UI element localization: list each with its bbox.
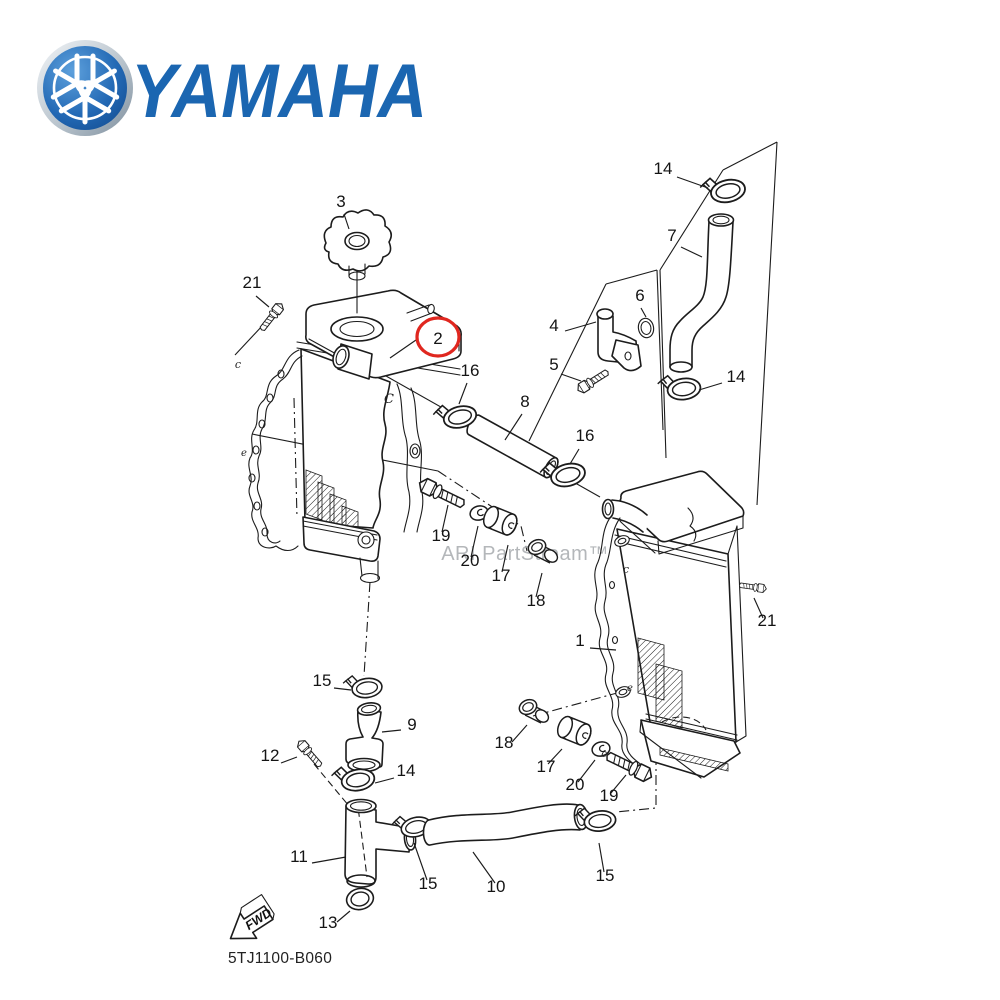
callout-5[interactable]: 5: [549, 355, 558, 374]
left-right-bracket: [396, 383, 411, 533]
callout-14[interactable]: 14: [654, 159, 673, 178]
callout-20[interactable]: 20: [461, 551, 480, 570]
diagram-code: 5TJ1100-B060: [228, 950, 332, 967]
yamaha-wordmark: YAMAHA: [131, 49, 427, 134]
callout-17[interactable]: 17: [537, 757, 556, 776]
clamp-14-top[interactable]: [697, 170, 749, 209]
callout-6[interactable]: 6: [635, 286, 644, 305]
cast-mark: c: [601, 749, 607, 760]
callout-4[interactable]: 4: [549, 316, 558, 335]
callout-14[interactable]: 14: [397, 761, 416, 780]
right-bracket-inner: [603, 517, 647, 769]
joint-pipe-4[interactable]: [596, 308, 642, 372]
bolt-19-upper[interactable]: [415, 475, 468, 512]
callout-18[interactable]: 18: [495, 733, 514, 752]
marks-layer: Cc e c e c: [235, 358, 633, 760]
cast-mark: c: [235, 358, 241, 371]
hose-10[interactable]: [422, 803, 589, 846]
bolt-21-right[interactable]: [738, 580, 768, 594]
callout-21[interactable]: 21: [243, 273, 262, 292]
left-core: [300, 348, 391, 529]
bolt12-dash: [313, 763, 350, 807]
callout-19[interactable]: 19: [432, 526, 451, 545]
callout-3[interactable]: 3: [336, 192, 345, 211]
collar-18-lower[interactable]: [516, 696, 552, 726]
bolt-21-left[interactable]: [257, 300, 287, 334]
callout-19[interactable]: 19: [600, 786, 619, 805]
cast-mark: c: [623, 563, 629, 576]
radiator-right[interactable]: [594, 470, 747, 779]
left-bracket-inner: [256, 355, 303, 544]
highlight-circle: [415, 316, 461, 358]
cast-mark: e: [241, 448, 247, 459]
leader-lines: [255, 176, 764, 923]
hose-7[interactable]: [669, 213, 735, 373]
bolt21-guide: [234, 324, 264, 356]
left-bottom-tank: [302, 516, 381, 562]
callout-15[interactable]: 15: [419, 874, 438, 893]
callout-20[interactable]: 20: [566, 775, 585, 794]
callout-18[interactable]: 18: [527, 591, 546, 610]
right-inlet-pipe: [611, 499, 648, 533]
callout-16[interactable]: 16: [461, 361, 480, 380]
frame-right-panel: [659, 141, 778, 506]
callout-7[interactable]: 7: [667, 226, 676, 245]
overflow-nipple: [406, 304, 433, 322]
lower-mount-dashdot: [532, 692, 618, 717]
yamaha-emblem-icon: [37, 40, 133, 136]
left-bracket-outer: [248, 349, 300, 552]
cast-mark: e: [627, 683, 633, 694]
frame-thermostat-area: [528, 269, 664, 442]
damper-17-lower[interactable]: [554, 713, 595, 748]
callout-13[interactable]: 13: [319, 913, 338, 932]
callout-21[interactable]: 21: [758, 611, 777, 630]
callout-15[interactable]: 15: [313, 671, 332, 690]
tee-pipe-11[interactable]: [344, 798, 417, 888]
fwd-arrow: FWD: [229, 894, 275, 940]
callout-1[interactable]: 1: [575, 631, 584, 650]
callout-11[interactable]: 11: [290, 847, 308, 866]
clamp-15-upper[interactable]: [341, 671, 384, 702]
radiator-cap[interactable]: [323, 209, 393, 314]
joint-flange: [611, 339, 642, 372]
callout-9[interactable]: 9: [407, 715, 416, 734]
callout-10[interactable]: 10: [487, 877, 506, 896]
watermark: ARI PartStream™: [441, 543, 609, 565]
oring-6[interactable]: [636, 316, 656, 340]
yamaha-logo: YAMAHA: [37, 40, 427, 136]
outlet-axis-dashdot: [363, 581, 371, 677]
bolt-12[interactable]: [294, 737, 325, 770]
cast-mark: C: [384, 392, 394, 407]
callout-14[interactable]: 14: [727, 367, 746, 386]
callout-15[interactable]: 15: [596, 866, 615, 885]
callout-16[interactable]: 16: [576, 426, 595, 445]
callout-12[interactable]: 12: [261, 746, 280, 765]
highlight-label: 2: [433, 329, 442, 348]
radiator-left[interactable]: [248, 289, 462, 584]
highlight-part-2[interactable]: 2: [415, 316, 461, 358]
hose-9[interactable]: [345, 701, 384, 773]
callout-17[interactable]: 17: [492, 566, 511, 585]
callouts-layer: 3 21 16 8 4 5 6 7 14 14 16 19 20 17 18 1 21 15 9 12 14 18 17 20…: [243, 159, 777, 932]
callout-8[interactable]: 8: [520, 392, 529, 411]
oring-13[interactable]: [343, 885, 377, 913]
right-bracket-outer: [594, 514, 645, 773]
right-top-tank: [619, 470, 745, 543]
filler-neck: [330, 316, 384, 342]
